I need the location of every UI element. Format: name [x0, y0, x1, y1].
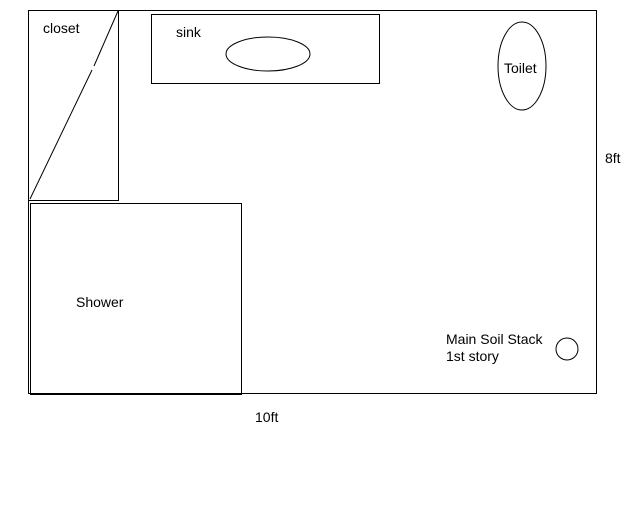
- sink-label: sink: [176, 24, 202, 40]
- soil-stack-story: 1st story: [446, 348, 499, 364]
- closet-door-swing: [93, 10, 119, 67]
- soil-stack-pipe: [555, 337, 579, 361]
- sink-basin: [225, 36, 311, 72]
- closet-outline: [28, 10, 119, 201]
- closet-label: closet: [43, 20, 80, 36]
- vanity-outline: [151, 14, 380, 84]
- room-outline: [28, 10, 597, 394]
- toilet-label: Toilet: [504, 60, 537, 76]
- main-soil-stack: Main Soil Stack 1st story: [446, 331, 579, 364]
- toilet-bowl: [497, 21, 547, 111]
- soil-stack-label: Main Soil Stack: [446, 331, 543, 347]
- closet-door-swing-lower: [29, 69, 93, 200]
- toilet: Toilet: [497, 21, 547, 111]
- dimension-depth: 8ft: [605, 150, 621, 166]
- shower: Shower: [30, 203, 242, 395]
- closet: closet: [28, 10, 119, 201]
- dimension-width: 10ft: [255, 409, 278, 425]
- sink-vanity: sink: [151, 14, 380, 84]
- shower-label: Shower: [76, 294, 124, 310]
- shower-outline: [30, 203, 242, 395]
